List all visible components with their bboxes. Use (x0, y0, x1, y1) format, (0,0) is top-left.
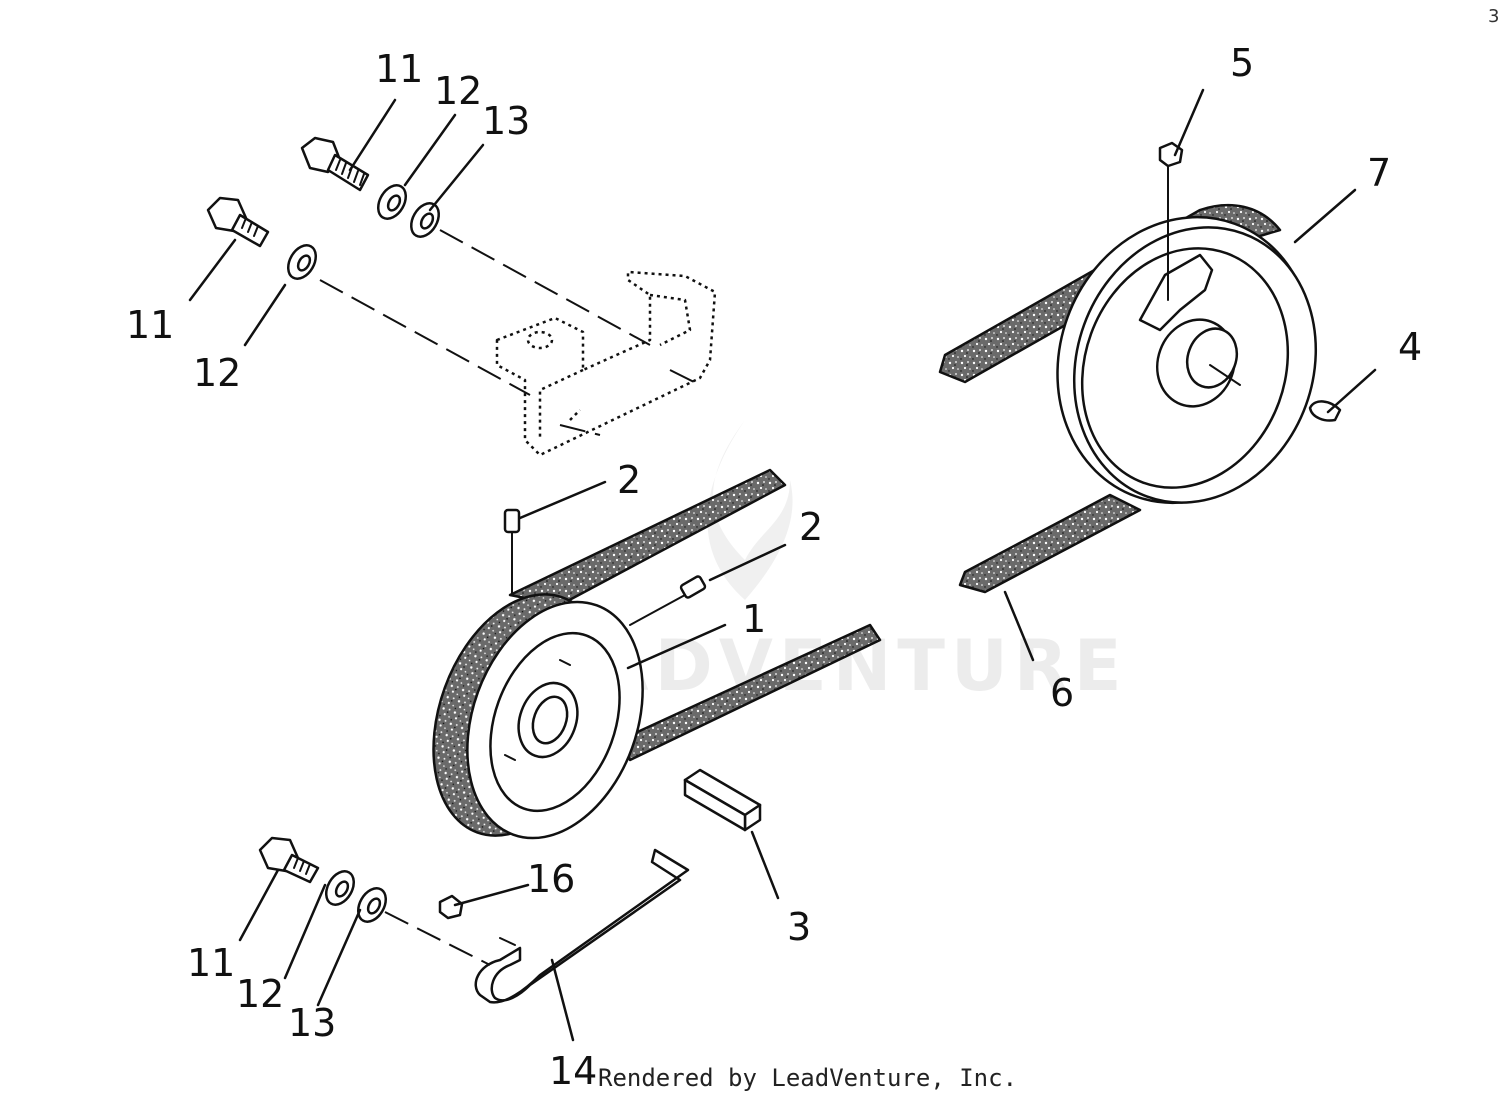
callout-11-bottom: 11 (187, 941, 235, 985)
callout-14: 14 (549, 1049, 597, 1093)
leader-lines (188, 88, 1377, 1042)
callout-2-side: 2 (799, 505, 823, 549)
set-screw-left-top (503, 508, 521, 596)
callout-2-top: 2 (617, 458, 641, 502)
washer-upper-left (287, 244, 317, 280)
callout-6: 6 (1050, 671, 1074, 715)
assembly-lines-upper (319, 229, 701, 436)
set-screw-left-side (629, 575, 707, 626)
callout-4: 4 (1398, 325, 1422, 369)
woodruff-key (1308, 400, 1342, 422)
callout-16: 16 (527, 857, 575, 901)
washer-flat-lower (357, 887, 387, 923)
square-key (683, 768, 762, 832)
washer-lock-upper (377, 184, 407, 220)
callout-1: 1 (742, 597, 766, 641)
callout-12-top: 12 (434, 69, 482, 113)
washer-lock-lower (325, 870, 355, 906)
mounting-bracket (495, 270, 717, 457)
bolt-upper-left (206, 196, 270, 248)
washer-flat-upper (410, 202, 440, 238)
callout-12-bottom: 12 (236, 972, 284, 1016)
callout-12-left: 12 (193, 351, 241, 395)
bolt-upper-right (300, 136, 370, 192)
credit-text: Rendered by LeadVenture, Inc. (598, 1064, 1017, 1092)
assembly-line-lower (384, 911, 491, 966)
bolt-lower (258, 836, 320, 884)
pulley-left (432, 593, 644, 840)
belt-guide-rod (474, 848, 690, 1004)
callout-13-top: 13 (482, 99, 530, 143)
callout-13-bottom: 13 (288, 1001, 336, 1045)
pulley-right (1056, 174, 1318, 505)
callout-3: 3 (787, 905, 811, 949)
callout-11-left: 11 (126, 303, 174, 347)
callout-7: 7 (1367, 151, 1391, 195)
callout-11-top: 11 (375, 47, 423, 91)
page-marker: 3 (1488, 6, 1499, 27)
callout-5: 5 (1230, 41, 1254, 85)
nut-lower (438, 894, 464, 920)
